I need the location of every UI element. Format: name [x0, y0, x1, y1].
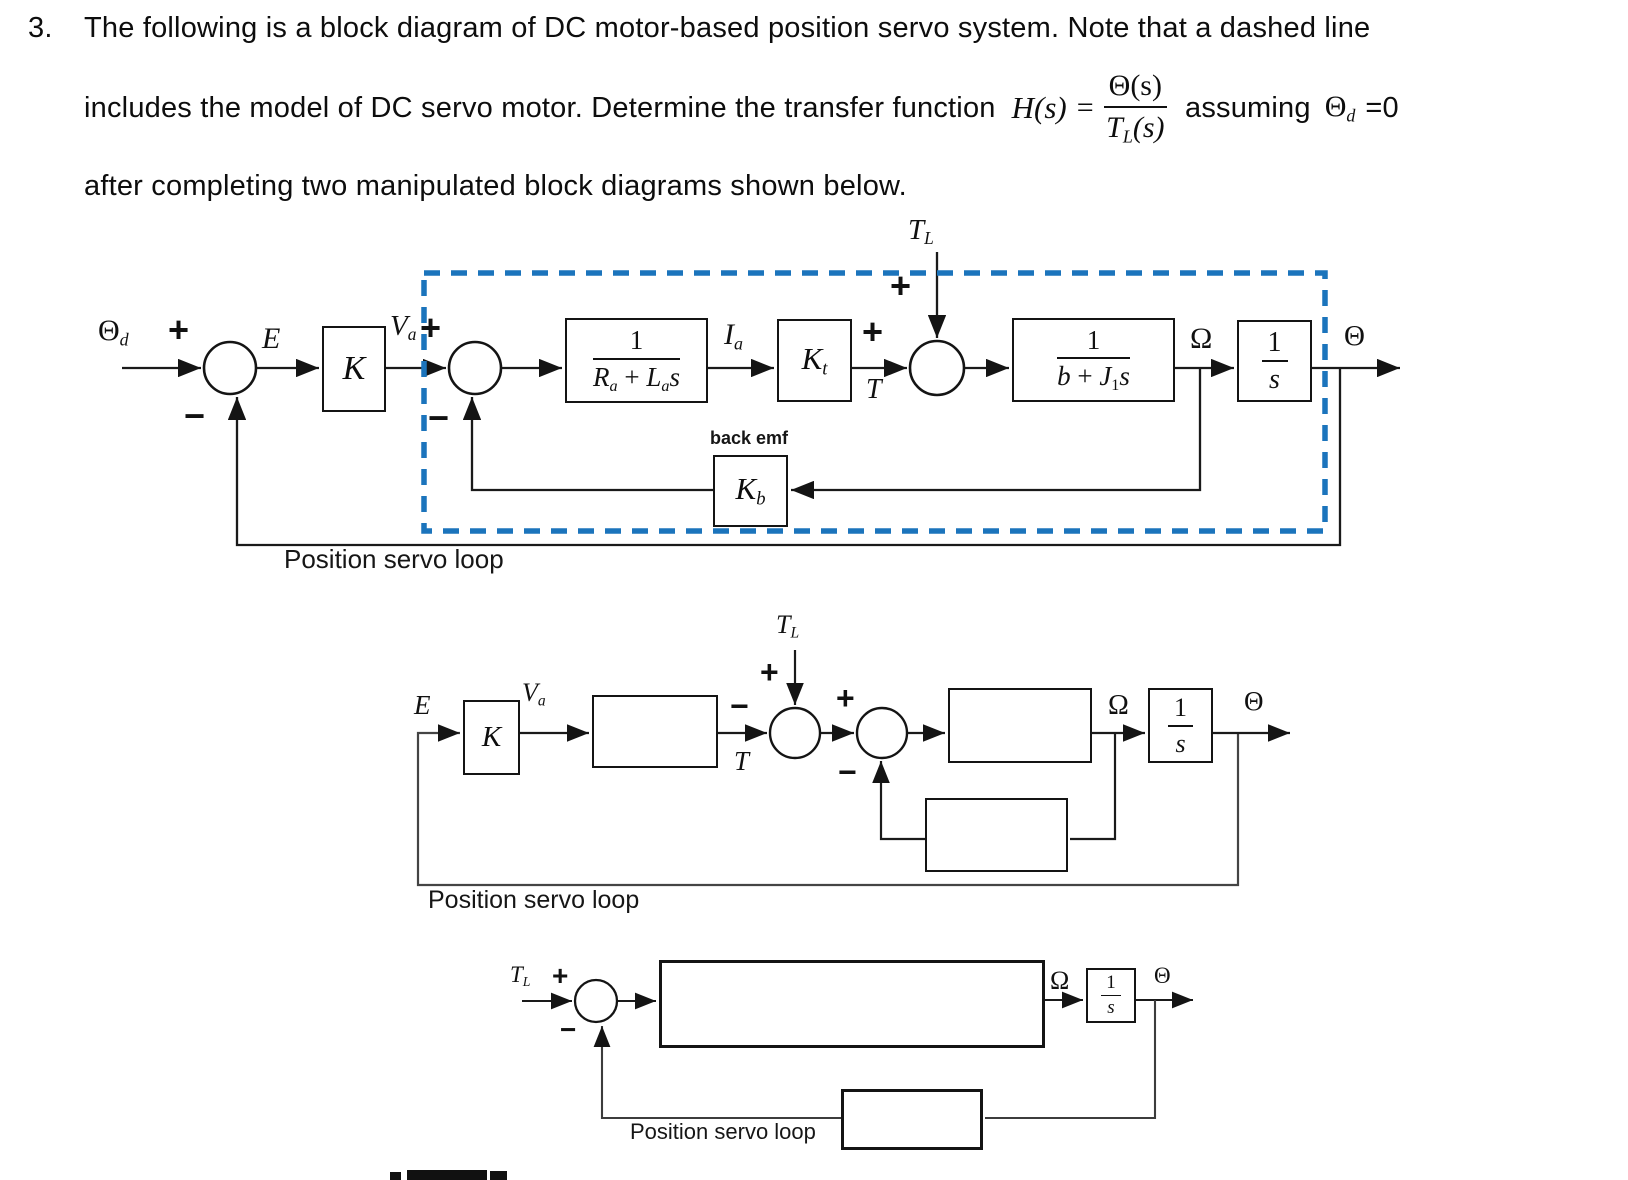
d2-plus-sign-input: +: [836, 680, 855, 716]
problem-number: 3.: [28, 12, 53, 44]
d2-fbblock-to-sumB: [872, 761, 925, 841]
d2-omega-label: Ω: [1108, 690, 1129, 721]
theta-d-symbol: Θd: [1324, 89, 1356, 126]
d1-minus-sign-outer-feedback: −: [184, 395, 206, 436]
d1-mechanical-block: 1 b + J1s: [1012, 318, 1175, 402]
d1-back-emf-caption: back emf: [710, 428, 789, 448]
d2-plus-sign-load: +: [760, 654, 779, 690]
clipped-text-fragment: [390, 1170, 507, 1180]
d1-armature-denominator: Ra + Las: [593, 361, 680, 395]
equals-sign: =: [1076, 91, 1094, 124]
d1-back-emf-block: Kb: [713, 455, 788, 527]
d1-sum-junction-1: [202, 340, 258, 396]
d1-load-torque-label: TL: [908, 214, 934, 249]
d2-minus-sign-torque: −: [730, 688, 749, 724]
d1-gain-block-K: K: [322, 326, 386, 412]
d3-plus-sign-input: +: [552, 960, 569, 991]
d2-omega-branch: [1070, 733, 1117, 841]
transfer-function-symbol: H(s): [1011, 90, 1067, 125]
d1-armature-block: 1 Ra + Las: [565, 318, 708, 403]
d1-sum-junction-3: [908, 339, 966, 397]
fraction-denominator: TL(s): [1106, 110, 1165, 146]
problem-statement-line2: includes the model of DC servo motor. De…: [84, 55, 1399, 161]
d1-armature-voltage-label: Va: [390, 310, 417, 345]
d2-gain-block-K: K: [463, 700, 520, 775]
d3-load-torque-label: TL: [510, 962, 531, 990]
d3-omega-label: Ω: [1050, 966, 1070, 995]
d2-torque-label: T: [734, 746, 750, 776]
d2-error-label: E: [414, 690, 431, 720]
fraction-numerator: Θ(s): [1103, 70, 1167, 108]
d2-position-servo-loop-label: Position servo loop: [428, 886, 640, 914]
d1-plus-sign-load: +: [890, 265, 912, 306]
assuming-text: assuming: [1184, 91, 1311, 124]
d2-integrator-block: 1 s: [1148, 688, 1213, 763]
equals-zero-text: =0: [1365, 91, 1399, 124]
transfer-function-fraction: Θ(s) TL(s): [1103, 70, 1167, 146]
d1-armature-numerator: 1: [593, 326, 680, 360]
d3-empty-feedback-block: [841, 1089, 983, 1150]
d1-omega-feedback: [791, 368, 1202, 500]
d2-empty-block-1: [592, 695, 718, 768]
d1-error-label: E: [262, 322, 281, 355]
d1-torque-label: T: [866, 374, 882, 405]
d1-minus-sign-bemf: −: [428, 397, 450, 438]
d3-empty-forward-block: [659, 960, 1045, 1048]
d3-integrator-block: 1 s: [1086, 968, 1136, 1023]
d1-plus-sign-torque: +: [862, 311, 884, 352]
dc-motor-model-dashed-box: [421, 270, 1328, 534]
d2-minus-sign-feedback: −: [838, 754, 857, 790]
d3-output-theta-label: Θ: [1154, 963, 1171, 988]
d2-outer-feedback: [416, 724, 1240, 887]
problem-statement-line1: The following is a block diagram of DC m…: [84, 12, 1371, 44]
problem-statement-line3: after completing two manipulated block d…: [84, 170, 907, 202]
d2-output-theta-label: Θ: [1244, 686, 1264, 716]
d1-mech-numerator: 1: [1057, 326, 1130, 360]
d1-plus-sign-input: +: [168, 309, 190, 350]
d1-integrator-block: 1 s: [1237, 320, 1312, 402]
d3-feedback-to-sum: [593, 1026, 841, 1120]
d1-position-servo-loop-label: Position servo loop: [284, 544, 504, 574]
d1-plus-sign-va: +: [420, 307, 442, 348]
d3-feedback-branch: [985, 1000, 1157, 1120]
statement-line2-text: includes the model of DC servo motor. De…: [84, 91, 996, 124]
d2-empty-feedback-block: [925, 798, 1068, 872]
d1-outer-feedback: [227, 368, 1342, 547]
d3-minus-sign-feedback: −: [560, 1014, 577, 1045]
d2-sum-junction-A: [768, 706, 822, 760]
d1-sum-junction-2: [447, 340, 503, 396]
d2-load-torque-label: TL: [776, 610, 800, 642]
d1-omega-label: Ω: [1190, 322, 1213, 355]
d2-armature-voltage-label: Va: [522, 678, 546, 710]
d1-input-theta-d-label: Θd: [98, 314, 129, 350]
d1-mech-denominator: b + J1s: [1057, 361, 1130, 395]
d1-output-theta-label: Θ: [1344, 320, 1365, 352]
d3-sum-junction: [573, 978, 619, 1024]
d1-armature-current-label: Ia: [724, 318, 743, 354]
d2-sum-junction-B: [855, 706, 909, 760]
d1-bemf-to-sum2: [462, 397, 713, 492]
d2-empty-block-2: [948, 688, 1092, 763]
d1-torque-constant-block: Kt: [777, 319, 852, 402]
d3-position-servo-loop-label: Position servo loop: [630, 1119, 816, 1144]
